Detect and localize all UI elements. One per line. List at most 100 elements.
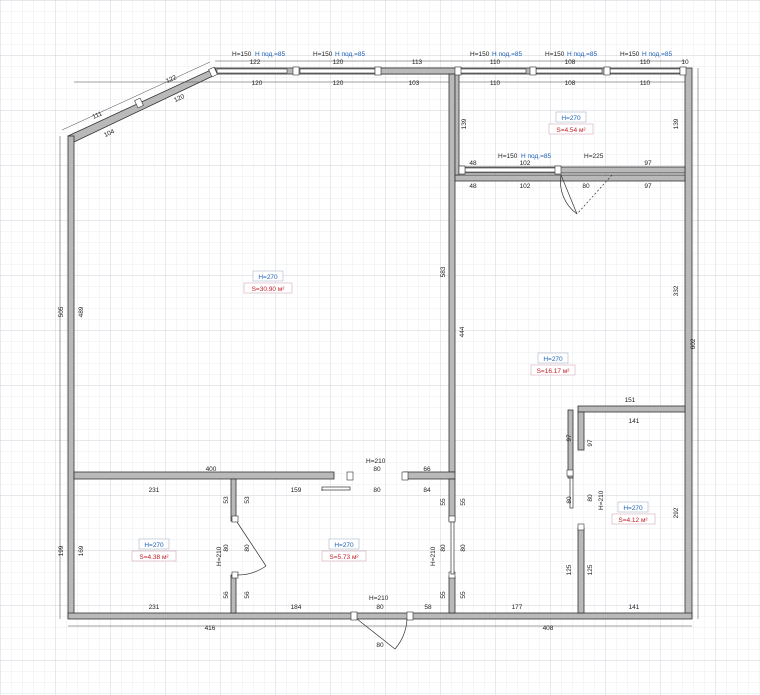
svg-text:80: 80: [244, 544, 251, 552]
walls: [67, 67, 693, 620]
svg-text:104: 104: [103, 128, 116, 139]
svg-text:151: 151: [625, 397, 636, 404]
svg-text:H=150: H=150: [313, 51, 333, 58]
svg-text:80: 80: [376, 604, 384, 611]
svg-text:97: 97: [587, 439, 594, 447]
room-area: S=4.12 м²: [618, 517, 648, 524]
svg-text:55: 55: [460, 591, 467, 599]
svg-text:602: 602: [690, 338, 697, 349]
svg-text:97: 97: [644, 183, 652, 190]
svg-text:108: 108: [565, 59, 576, 66]
svg-text:184: 184: [291, 604, 302, 611]
svg-text:80: 80: [587, 494, 594, 502]
svg-text:141: 141: [629, 604, 640, 611]
svg-text:55: 55: [440, 498, 447, 506]
svg-text:102: 102: [520, 183, 531, 190]
svg-text:120: 120: [252, 80, 263, 87]
door-tag: H=210: [366, 458, 386, 465]
svg-text:110: 110: [640, 80, 651, 87]
svg-text:120: 120: [333, 80, 344, 87]
svg-text:583: 583: [440, 266, 447, 277]
room-corridor: H=270 S=5.73 м²: [321, 538, 367, 562]
svg-text:292: 292: [673, 507, 680, 518]
svg-text:56: 56: [244, 591, 251, 599]
svg-text:55: 55: [460, 498, 467, 506]
svg-text:H=150: H=150: [232, 51, 252, 58]
svg-text:159: 159: [291, 487, 302, 494]
door-tag: H=210: [598, 490, 605, 510]
door-tag: H=210: [369, 595, 389, 602]
room-area: S=4.38 м²: [139, 554, 169, 561]
svg-text:H под.=85: H под.=85: [255, 51, 286, 58]
room-height: H=270: [561, 115, 581, 122]
svg-text:416: 416: [205, 625, 216, 632]
svg-text:120: 120: [333, 59, 344, 66]
window-tags: H=150 H под.=85 H=150 H под.=85 H=150 H …: [216, 51, 673, 602]
room-area: S=4.54 м²: [556, 127, 586, 134]
svg-text:108: 108: [565, 80, 576, 87]
svg-text:80: 80: [376, 642, 384, 649]
door-tag: H=210: [216, 546, 223, 566]
svg-text:111: 111: [91, 110, 103, 121]
svg-text:169: 169: [78, 545, 85, 556]
svg-text:444: 444: [459, 326, 466, 337]
svg-text:102: 102: [520, 160, 531, 167]
window-tag: H=150 H под.=85: [313, 51, 366, 58]
window-tag: H=150 H под.=85: [620, 51, 673, 58]
room-top-right: H=270 S=4.54 м²: [548, 111, 594, 135]
room-area: S=16.17 м²: [537, 368, 571, 375]
room-height: H=270: [334, 542, 354, 549]
svg-text:80: 80: [373, 487, 381, 494]
svg-text:505: 505: [58, 306, 65, 317]
svg-text:110: 110: [490, 59, 501, 66]
window-tag: H=150 H под.=85: [232, 51, 286, 58]
room-height: H=270: [258, 274, 278, 281]
svg-text:489: 489: [78, 306, 85, 317]
svg-text:80: 80: [373, 466, 381, 473]
svg-text:139: 139: [461, 118, 468, 129]
svg-text:H=150: H=150: [545, 51, 565, 58]
svg-text:H под.=85: H под.=85: [335, 51, 366, 58]
svg-text:66: 66: [423, 466, 431, 473]
dimension-texts: 122 120 113 110 108 110 10 120 120 103 1…: [58, 59, 697, 649]
svg-text:103: 103: [409, 80, 420, 87]
room-right-big: H=270 S=16.17 м²: [530, 352, 576, 376]
svg-text:H под.=85: H под.=85: [642, 51, 673, 58]
window-tag: H=150 H под.=85: [470, 51, 523, 58]
svg-text:231: 231: [149, 487, 160, 494]
svg-text:53: 53: [223, 496, 230, 504]
svg-text:97: 97: [566, 434, 573, 442]
svg-text:H под.=85: H под.=85: [492, 51, 523, 58]
svg-text:113: 113: [412, 59, 423, 66]
svg-text:53: 53: [244, 496, 251, 504]
svg-text:55: 55: [440, 591, 447, 599]
svg-text:10: 10: [681, 59, 689, 66]
svg-text:400: 400: [206, 466, 217, 473]
room-height: H=270: [144, 542, 164, 549]
svg-text:177: 177: [512, 604, 523, 611]
svg-text:122: 122: [250, 59, 261, 66]
svg-text:80: 80: [582, 183, 590, 190]
svg-text:139: 139: [673, 118, 680, 129]
svg-text:H=150: H=150: [498, 153, 518, 160]
window-tag: H=150 H под.=85: [545, 51, 598, 58]
dimension-lines: [59, 60, 699, 627]
svg-text:125: 125: [587, 564, 594, 575]
svg-text:48: 48: [469, 183, 477, 190]
svg-text:H под.=85: H под.=85: [567, 51, 598, 58]
room-height: H=270: [543, 356, 563, 363]
svg-text:122: 122: [165, 74, 178, 85]
svg-text:56: 56: [223, 591, 230, 599]
svg-text:H под.=85: H под.=85: [521, 153, 552, 160]
room-height: H=270: [623, 505, 643, 512]
svg-text:48: 48: [469, 160, 477, 167]
svg-text:125: 125: [566, 564, 573, 575]
svg-text:110: 110: [640, 59, 651, 66]
svg-text:120: 120: [173, 93, 186, 104]
svg-text:80: 80: [440, 544, 447, 552]
room-living: H=270 S=30.90 м²: [243, 270, 293, 294]
svg-text:332: 332: [673, 285, 680, 296]
svg-text:84: 84: [423, 487, 431, 494]
